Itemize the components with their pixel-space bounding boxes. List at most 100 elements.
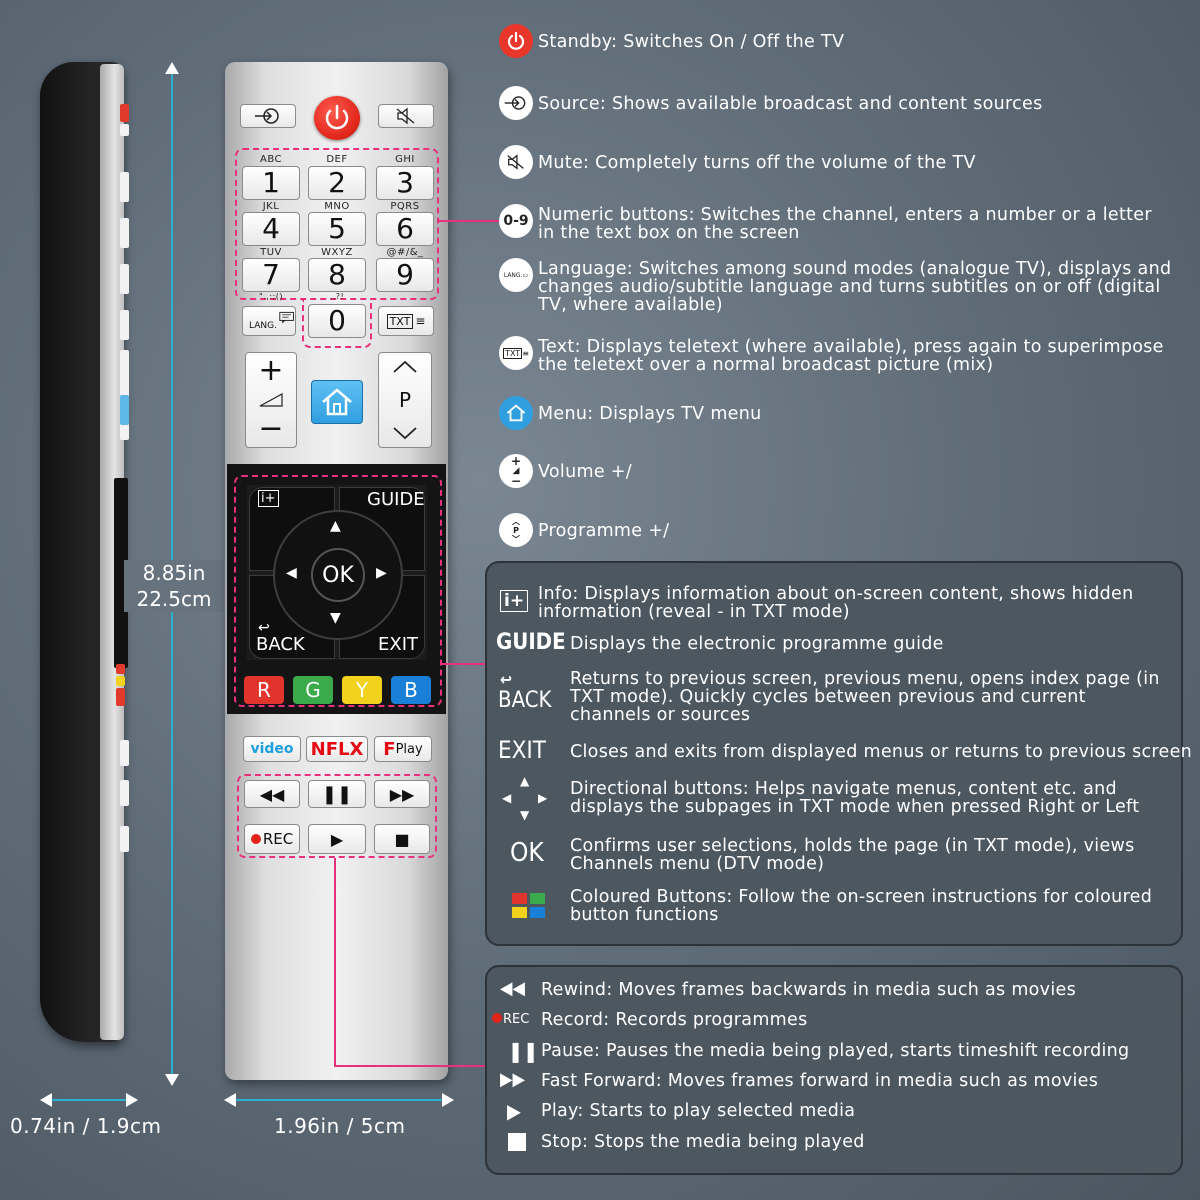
plus-icon: + <box>258 353 284 389</box>
arrow-left-icon[interactable]: ◀ <box>286 565 297 581</box>
ok-key: OK <box>510 838 544 868</box>
volume-description: Volume +/ <box>538 462 632 482</box>
source-icon <box>255 108 279 124</box>
pause-icon: ❚❚ <box>508 1039 539 1063</box>
fast-forward-icon: ▶▶ <box>500 1069 525 1090</box>
arrow-right-icon[interactable]: ▶ <box>376 565 387 581</box>
text-description: Text: Displays teletext (where available… <box>538 337 1164 375</box>
rewind-icon: ◀◀ <box>500 978 525 999</box>
source-icon <box>499 86 533 120</box>
stop-icon: ■ <box>394 829 410 849</box>
programme-label: P <box>398 388 412 412</box>
record-label: REC <box>262 830 294 848</box>
ok-button[interactable]: OK <box>311 548 365 602</box>
rewind-icon: ◀◀ <box>259 784 285 804</box>
play-icon: ▶ <box>507 1099 521 1123</box>
depth-dimension-line <box>48 1099 132 1101</box>
power-button[interactable] <box>314 96 360 140</box>
digit-4-button[interactable]: 4 <box>242 212 300 246</box>
red-button[interactable]: R <box>244 676 284 704</box>
blue-label: B <box>404 678 418 702</box>
pause-button[interactable]: ❚❚ <box>308 780 366 808</box>
key-letters: GHI <box>395 154 415 165</box>
pause-icon: ❚❚ <box>321 783 353 805</box>
prime-video-button[interactable]: video <box>243 736 301 762</box>
side-button-nub <box>120 780 129 806</box>
coloured-buttons-icon <box>512 893 546 919</box>
height-centimeters: 22.5cm <box>136 587 212 611</box>
record-button[interactable]: REC <box>244 824 300 854</box>
digit-8-button[interactable]: 8 <box>308 258 366 292</box>
key-letters: PQRS <box>390 201 420 212</box>
text-icon: TXT≡ <box>499 336 533 370</box>
freeview-f-icon: F <box>383 738 396 760</box>
language-description: Language: Switches among sound modes (an… <box>538 259 1172 315</box>
home-icon <box>322 388 352 416</box>
chevron-down-icon <box>393 427 417 440</box>
text-button[interactable]: TXT ≡ <box>378 306 434 336</box>
side-button-nub <box>120 826 129 852</box>
digit-1-button[interactable]: 1 <box>242 166 300 200</box>
yellow-label: Y <box>355 678 369 702</box>
language-button[interactable]: LANG. <box>242 306 296 336</box>
key-letters: WXYZ <box>321 247 353 258</box>
info-icon: i+ <box>500 590 529 612</box>
programme-icon: ︿P﹀ <box>499 513 533 547</box>
arrow-up-icon[interactable]: ▲ <box>330 518 341 534</box>
source-button[interactable] <box>240 104 296 128</box>
side-power-nub <box>120 104 129 122</box>
side-button-nub <box>120 264 129 294</box>
arrow-left-icon <box>40 1093 52 1107</box>
power-icon <box>499 24 533 58</box>
guide-description: Displays the electronic programme guide <box>570 634 944 654</box>
digit-0-button[interactable]: 0 <box>308 304 366 338</box>
media-legend-panel <box>485 965 1183 1175</box>
directional-arrows-icon: ▲ ▼ ◀ ▶ <box>502 774 548 822</box>
height-label: 8.85in 22.5cm <box>124 560 224 612</box>
digit-2-button[interactable]: 2 <box>308 166 366 200</box>
arrow-left-icon <box>224 1093 236 1107</box>
stop-button[interactable]: ■ <box>374 824 430 854</box>
play-button[interactable]: ▶ <box>308 824 366 854</box>
fast-forward-button[interactable]: ▶▶ <box>374 780 430 808</box>
side-button-nub <box>120 218 129 248</box>
rewind-button[interactable]: ◀◀ <box>244 780 300 808</box>
rewind-description: Rewind: Moves frames backwards in media … <box>541 980 1076 1000</box>
green-button[interactable]: G <box>293 676 333 704</box>
netflix-button[interactable]: NFLX <box>306 736 368 762</box>
volume-wedge-icon <box>259 392 283 407</box>
digit-9-button[interactable]: 9 <box>376 258 434 292</box>
red-label: R <box>257 678 271 702</box>
media-connector <box>334 858 336 1066</box>
key-letters: .,?! <box>329 292 345 301</box>
volume-rocker[interactable]: + − <box>245 352 297 448</box>
power-icon <box>325 104 349 130</box>
home-icon <box>499 396 533 430</box>
exit-description: Closes and exits from displayed menus or… <box>570 742 1193 762</box>
depth-label: 0.74in / 1.9cm <box>10 1114 162 1138</box>
home-menu-button[interactable] <box>311 380 363 424</box>
mute-button[interactable] <box>378 104 434 128</box>
back-label: BACK <box>256 634 305 655</box>
fast-forward-icon: ▶▶ <box>389 784 415 804</box>
side-button-nub <box>120 124 129 136</box>
pause-description: Pause: Pauses the media being played, st… <box>541 1041 1130 1061</box>
digit-6-button[interactable]: 6 <box>376 212 434 246</box>
blue-button[interactable]: B <box>391 676 431 704</box>
arrow-down-icon[interactable]: ▼ <box>330 610 341 626</box>
mute-description: Mute: Completely turns off the volume of… <box>538 153 976 173</box>
programme-icon-label: P <box>513 525 519 535</box>
width-label: 1.96in / 5cm <box>274 1114 406 1138</box>
programme-rocker[interactable]: P <box>378 352 432 448</box>
arrow-right-icon <box>126 1093 138 1107</box>
numeric-description: Numeric buttons: Switches the channel, e… <box>538 205 1152 243</box>
yellow-button[interactable]: Y <box>342 676 382 704</box>
digit-3-button[interactable]: 3 <box>376 166 434 200</box>
guide-key: GUIDE <box>496 630 566 655</box>
key-letters: JKL <box>262 201 280 212</box>
digit-5-button[interactable]: 5 <box>308 212 366 246</box>
numeric-connector <box>439 220 499 222</box>
digit-7-button[interactable]: 7 <box>242 258 300 292</box>
volume-icon: +◢− <box>499 454 533 488</box>
